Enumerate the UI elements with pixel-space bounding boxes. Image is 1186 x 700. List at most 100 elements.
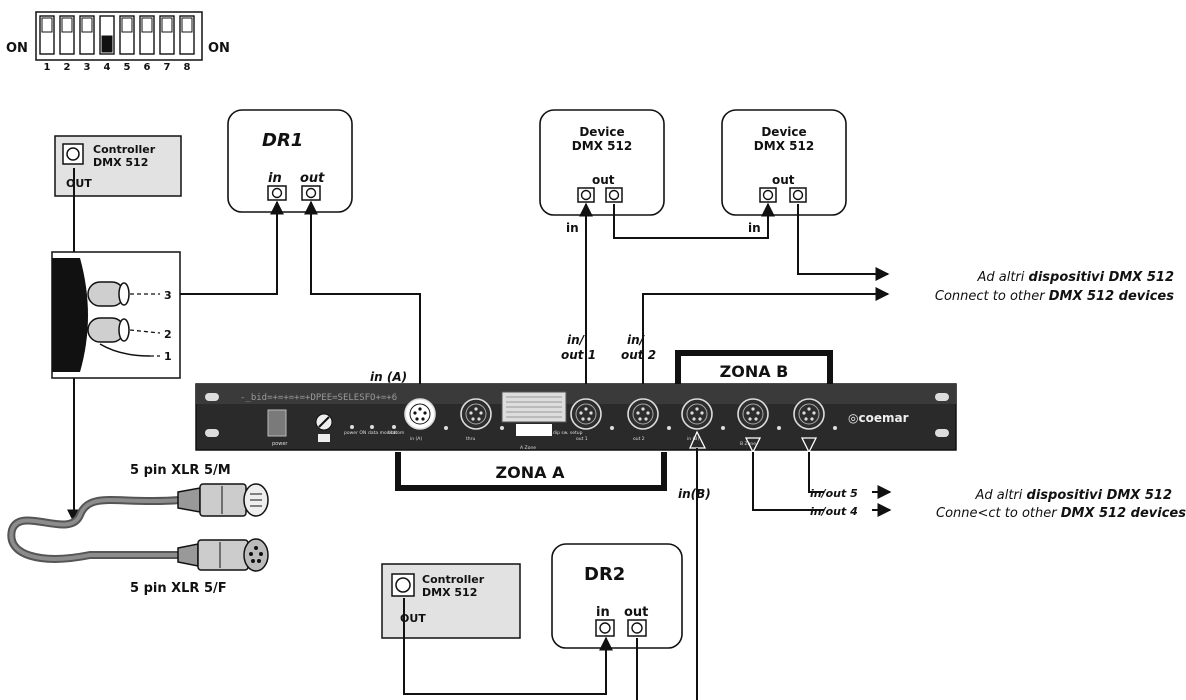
xlr-socket-icon[interactable] [681,398,713,430]
device-right-out-label: out [772,173,795,187]
rack-in-a-label: in (A) [370,370,407,384]
rack-led-indicator [392,425,396,429]
rack-connector-label: in (B) [687,436,699,442]
dip-switch-lever [161,17,173,33]
xlr-socket-icon[interactable] [460,398,492,430]
controller-top-port-label: OUT [66,177,92,190]
device-left-out-socket-icon [605,187,623,203]
rack-brand-logo: ◎coemar [848,411,909,425]
cable-pin-1-label: 1 [164,350,172,363]
controller-top: Controller DMX 512 OUT [54,135,182,197]
cable-pin-3-label: 3 [164,289,172,302]
dip-switch-number: 3 [84,62,91,73]
zona-a-bracket: ZONA A [395,452,667,491]
xlr-socket-icon[interactable] [793,398,825,430]
dr2-in-socket-icon [595,619,615,637]
rack-ear-hole-bl [205,429,219,437]
xlr-female-label: 5 pin XLR 5/F [130,581,227,596]
dr2-in-label: in [596,605,610,620]
svg-text:-_bid=+=+=+=+DPEE=SELESFO+=+6: -_bid=+=+=+=+DPEE=SELESFO+=+6 [240,393,397,403]
dr1-out-label: out [300,171,325,186]
dip-switch-lever [41,17,53,33]
xlr-status-led [721,426,725,430]
dr1-unit: DR1 in out [227,109,353,213]
rack-in-out-2-line2: out 2 [621,348,656,362]
dr2-out-socket-icon [627,619,647,637]
dip-switch-number: 1 [44,62,51,73]
in-b-label: in(B) [678,487,711,501]
dr2-unit: DR2 in out [551,543,683,649]
dip-switch-number: 4 [104,62,111,73]
dip-switch-number: 8 [184,62,191,73]
controller-bottom-title-1: Controller [422,573,485,586]
connect-bottom-english: Conne<ct to other DMX 512 devices [936,506,1186,521]
xlr-male-label: 5 pin XLR 5/M [130,463,231,478]
xlr-status-led [833,426,837,430]
rack-dip-window [516,424,552,436]
controller-top-socket-icon [62,143,84,165]
cable-shield-wire [99,343,151,357]
wires-top: in in [73,168,890,398]
device-left-line2: DMX 512 [572,139,632,153]
xlr-cable-body [7,496,181,563]
dip-on-left-label: ON [6,41,28,56]
svg-text:B Zone: B Zone [740,441,756,447]
connect-top-italian: Ad altri dispositivi DMX 512 [976,270,1174,285]
dip-switch-lever [81,17,93,33]
port-4-label: in/out 4 [810,505,858,518]
xlr-socket-icon[interactable] [737,398,769,430]
xlr-socket-icon[interactable] [627,398,659,430]
xlr-status-led [444,426,448,430]
dip-switch-number: 6 [144,62,151,73]
controller-bottom-port-label: OUT [400,612,426,625]
device-right-line1: Device [761,125,806,139]
device-right-out-socket-icon [789,187,807,203]
dip-switch-lever [61,17,73,33]
dr2-out-label: out [624,605,648,620]
dr1-out-socket-icon [301,185,321,201]
dip-switch-slots [39,15,195,55]
svg-text:data monitor: data monitor [368,430,397,436]
cable-cross-section: 3 2 1 [51,251,181,379]
rack-power-switch[interactable] [267,409,287,437]
xlr-socket-icon[interactable] [570,398,602,430]
dip-switch-number: 2 [64,62,71,73]
svg-text:bottom: bottom [388,430,404,436]
zona-b-label: ZONA B [720,362,789,381]
dip-switch-number: 7 [164,62,171,73]
device-left: Device DMX 512 out [539,109,665,216]
xlr-status-led [610,426,614,430]
dr1-box [227,109,353,213]
xlr-female-connector-icon [177,538,269,572]
rack-ear-hole-tr [935,393,949,401]
dip-switch-number: 5 [124,62,131,73]
svg-text:power: power [272,441,288,447]
dip-switch-lever [181,17,193,33]
rack-in-out-2-line1: in/ [627,333,646,347]
svg-text:power ON: power ON [344,430,366,436]
rack-led-indicator [350,425,354,429]
controller-bottom: Controller DMX 512 OUT [381,563,521,639]
controller-top-title-2: DMX 512 [93,156,148,169]
xlr-male-connector-icon [177,483,269,517]
controller-top-title-1: Controller [93,143,156,156]
xlr-status-led [667,426,671,430]
device-left-box [539,109,665,216]
rack-unit: -_bid=+=+=+=+DPEE=SELESFO+=+6 power powe… [195,383,957,454]
wire-in-right-label: in [748,221,761,235]
dip-switch-numbers: 1 2 3 4 5 6 7 8 [44,62,191,73]
device-right-box [721,109,847,216]
svg-text:dip sw. setup: dip sw. setup [553,430,583,436]
zona-a-label: ZONA A [496,463,566,482]
controller-bottom-title-2: DMX 512 [422,586,477,599]
zona-b-bracket: ZONA B [675,350,833,396]
port-5-label: in/out 5 [810,487,858,500]
rack-ear-hole-tl [205,393,219,401]
cable-jacket [52,258,88,372]
rack-connector-label: thru [466,436,475,442]
xlr-socket-icon[interactable] [404,398,436,430]
rack-in-out-1-line1: in/ [567,333,586,347]
xlr-status-led [500,426,504,430]
xlr-cable: 5 pin XLR 5/M 5 pin XLR 5/F [7,378,269,596]
